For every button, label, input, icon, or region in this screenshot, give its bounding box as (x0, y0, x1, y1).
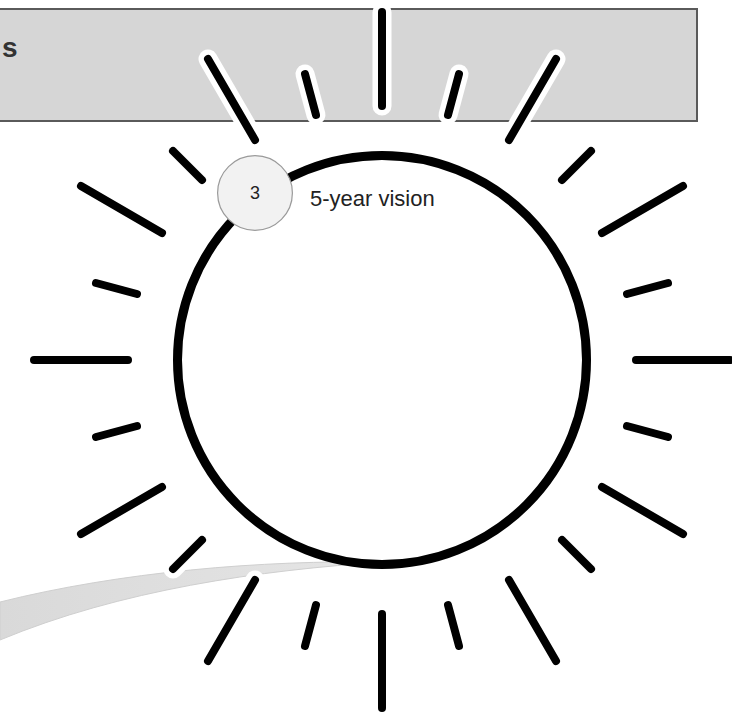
swoosh-band (0, 562, 385, 640)
header-bar: s (0, 8, 698, 122)
node-label: 5-year vision (310, 186, 435, 212)
header-text: s (2, 32, 18, 64)
sun-circle-shape (178, 156, 587, 565)
callout-circle: 3 (216, 154, 294, 232)
callout-number: 3 (216, 154, 294, 232)
